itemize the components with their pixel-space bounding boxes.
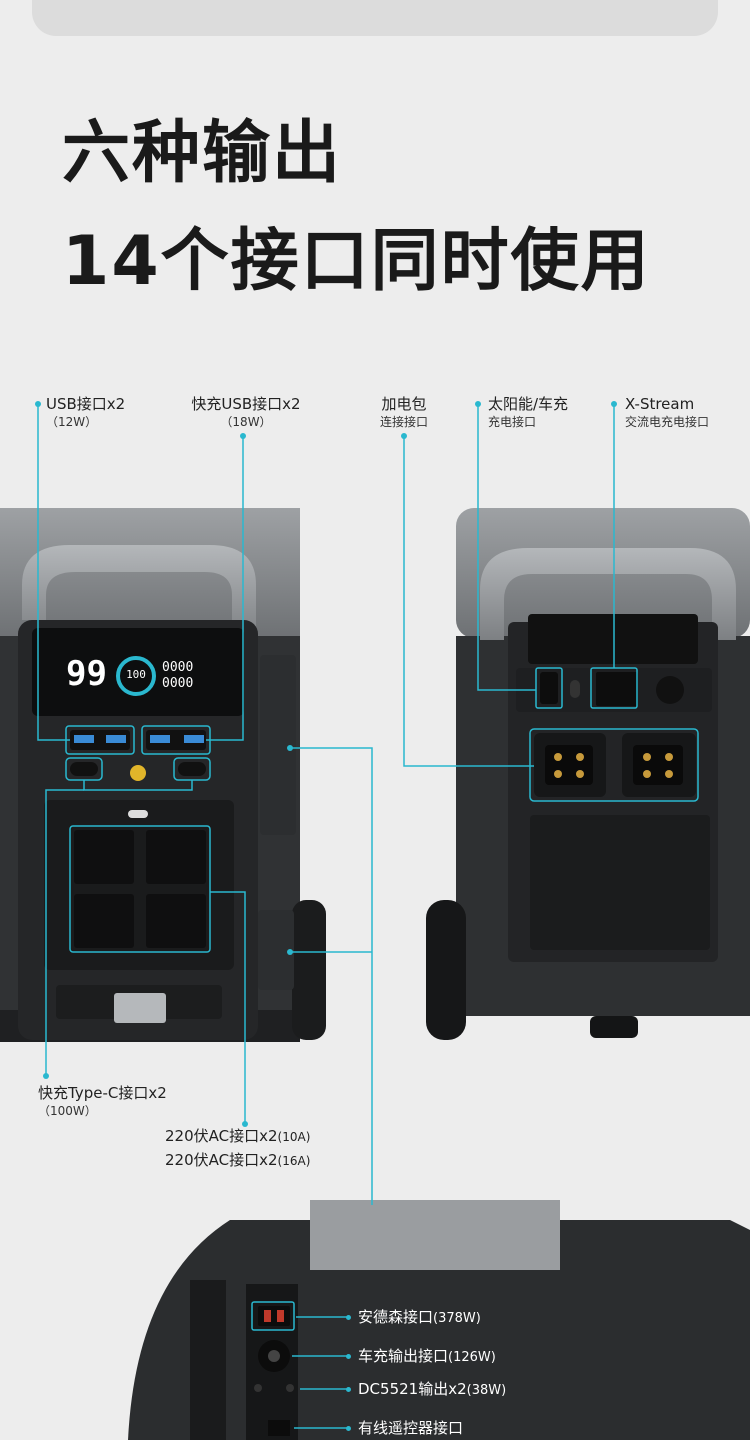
callout-dot-solar	[475, 401, 481, 407]
callout-dot-typec	[43, 1073, 49, 1079]
screen-percent-ring	[116, 656, 156, 696]
bullet-anderson	[346, 1315, 351, 1320]
callout-dot-battery	[401, 433, 407, 439]
label-usb: USB接口x2 （12W）	[46, 395, 126, 429]
callout-dot-xstream	[611, 401, 617, 407]
bullet-car	[346, 1354, 351, 1359]
screen-percent: 100	[126, 668, 146, 681]
bullet-dc5521	[346, 1387, 351, 1392]
front-device	[0, 508, 326, 1042]
label-xstream: X-Stream 交流电充电接口	[625, 395, 710, 429]
label-battery: 加电包 连接接口	[379, 395, 428, 429]
label-ac-10a: 220伏AC接口x2(10A)	[165, 1127, 311, 1145]
top-card-edge	[32, 0, 718, 36]
headline-line2: 14个接口同时使用	[62, 222, 651, 301]
callout-dot-fast-usb	[240, 433, 246, 439]
label-ac-16a: 220伏AC接口x2(16A)	[165, 1151, 311, 1169]
screen-readout-2: 0000	[162, 676, 194, 691]
label-remote: 有线遥控器接口	[358, 1419, 464, 1437]
back-device	[426, 508, 750, 1040]
bullet-remote	[346, 1426, 351, 1431]
screen-readout-1: 0000	[162, 660, 194, 675]
callout-dot-side-1	[287, 745, 293, 751]
callout-dot-ac	[242, 1121, 248, 1127]
screen-battery-digits: 99	[66, 654, 107, 694]
bottom-detail	[128, 1200, 750, 1440]
headline-line1: 六种输出	[62, 114, 343, 193]
callout-dot-side-2	[287, 949, 293, 955]
label-solar: 太阳能/车充 充电接口	[488, 395, 569, 429]
label-fast-usb: 快充USB接口x2 （18W）	[191, 395, 301, 429]
callout-dot-usb	[35, 401, 41, 407]
label-anderson: 安德森接口(378W)	[358, 1308, 481, 1326]
label-car: 车充输出接口(126W)	[358, 1347, 496, 1365]
callout-lines	[37, 404, 699, 1429]
label-dc5521: DC5521输出x2(38W)	[358, 1380, 507, 1398]
label-typec: 快充Type-C接口x2 （100W）	[38, 1084, 167, 1118]
